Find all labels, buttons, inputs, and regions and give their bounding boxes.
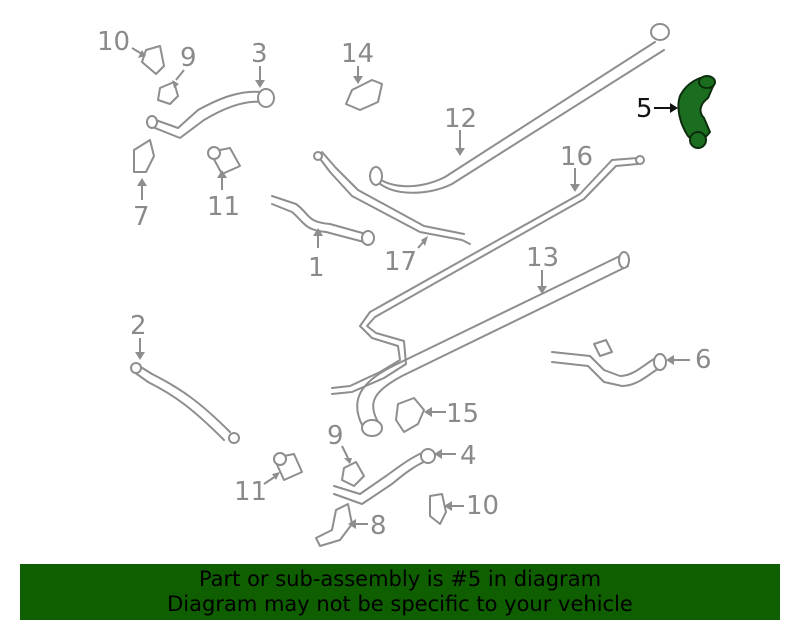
callout-14: 14 — [341, 39, 374, 69]
arrow-7 — [137, 178, 147, 186]
arrow-16 — [570, 184, 580, 192]
part-15-bracket[interactable] — [395, 397, 425, 433]
arrow-8 — [348, 519, 356, 529]
callout-4: 4 — [460, 441, 477, 471]
part-3-hose[interactable] — [146, 88, 275, 139]
part-7-bracket[interactable] — [133, 139, 155, 173]
banner-line-2: Diagram may not be specific to your vehi… — [167, 592, 633, 616]
part-2-hose[interactable] — [130, 362, 240, 444]
arrow-3 — [255, 80, 265, 88]
leader-10-upper — [131, 47, 143, 55]
leader-9-lower — [341, 445, 349, 459]
callout-8: 8 — [370, 511, 387, 541]
callout-2: 2 — [130, 311, 147, 341]
arrow-13 — [537, 286, 547, 294]
callout-6: 6 — [695, 345, 712, 375]
callout-17: 17 — [384, 247, 417, 277]
parts-diagram: 12 16 13 17 1 3 — [97, 23, 716, 547]
arrow-4 — [434, 449, 442, 459]
part-10-upper-bracket[interactable] — [141, 45, 165, 75]
part-6-hose[interactable] — [551, 339, 667, 387]
part-1-hose[interactable] — [271, 195, 375, 246]
callout-16: 16 — [560, 142, 593, 172]
callout-15: 15 — [446, 399, 479, 429]
arrow-15 — [424, 407, 432, 417]
arrow-14 — [353, 76, 363, 84]
callout-10-lower: 10 — [466, 491, 499, 521]
callout-10-upper: 10 — [97, 27, 130, 57]
part-5-hose-highlighted[interactable] — [677, 75, 716, 149]
callout-9-upper: 9 — [180, 43, 197, 73]
leader-11-lower — [263, 475, 277, 485]
part-9-upper-clip[interactable] — [157, 81, 179, 105]
arrow-6 — [666, 355, 674, 365]
banner-line-1: Part or sub-assembly is #5 in diagram — [198, 567, 602, 591]
part-17-line[interactable] — [313, 151, 471, 245]
callout-5: 5 — [636, 94, 653, 124]
part-12-pipe[interactable] — [369, 23, 670, 194]
part-10-lower-bracket[interactable] — [429, 493, 447, 525]
callout-12: 12 — [444, 104, 477, 134]
part-16-line[interactable] — [331, 155, 645, 395]
callout-1: 1 — [308, 253, 325, 283]
part-13-pipe[interactable] — [356, 251, 630, 437]
info-banner: Part or sub-assembly is #5 in diagram Di… — [20, 564, 780, 620]
part-14-bracket[interactable] — [345, 79, 383, 111]
arrow-11-upper — [217, 170, 227, 178]
arrow-9-lower — [344, 458, 352, 464]
callout-7: 7 — [133, 202, 150, 232]
part-11-lower-sleeve[interactable] — [273, 452, 303, 481]
leader-9-upper — [175, 69, 185, 81]
callout-9-lower: 9 — [327, 421, 344, 451]
arrow-10-lower — [444, 501, 452, 511]
part-9-lower-clip[interactable] — [341, 461, 365, 487]
callout-11-upper: 11 — [207, 192, 240, 222]
arrow-12 — [455, 148, 465, 156]
part-4-hose[interactable] — [333, 448, 436, 505]
arrow-2 — [135, 352, 145, 360]
arrow-1 — [313, 228, 323, 236]
arrow-9-upper — [172, 80, 179, 88]
arrow-17 — [421, 236, 428, 246]
callout-3: 3 — [251, 39, 268, 69]
arrow-11-lower — [272, 472, 280, 480]
callout-13: 13 — [526, 243, 559, 273]
part-8-bracket[interactable] — [315, 503, 353, 547]
callout-11-lower: 11 — [234, 477, 267, 507]
arrow-5 — [670, 103, 678, 113]
part-11-upper-sleeve[interactable] — [207, 146, 241, 175]
arrow-10-upper — [138, 50, 146, 58]
